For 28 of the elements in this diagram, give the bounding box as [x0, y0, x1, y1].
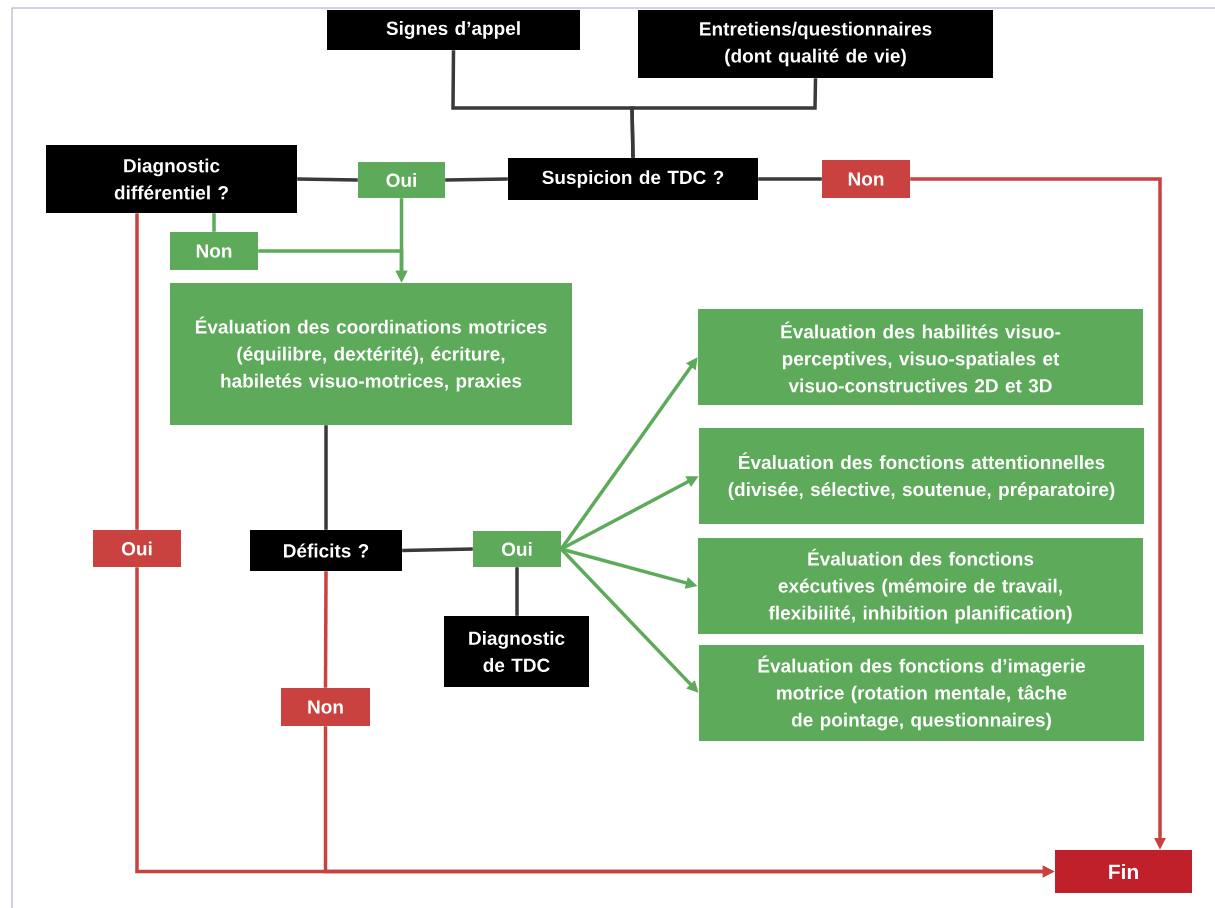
answer-box: Oui	[93, 530, 181, 567]
answer-box: Non	[281, 688, 370, 726]
connector-line	[297, 177, 358, 182]
end-box: Fin	[1055, 850, 1192, 893]
process-box: Évaluation des fonctions attentionnelles (divisée, sélective, soutenue, préparatoire)	[699, 428, 1144, 524]
question-box: Déficits ?	[250, 530, 402, 571]
connector-line	[212, 213, 216, 232]
connector-line	[324, 425, 328, 530]
process-box: Entretiens/questionnaires (dont qualité de vie)	[638, 10, 993, 78]
question-box: Suspicion de TDC ?	[508, 158, 758, 200]
connector-line	[758, 177, 822, 181]
process-box: Signes d’appel	[327, 10, 580, 50]
question-box: Diagnostic différentiel ?	[46, 145, 297, 213]
answer-box: Oui	[358, 162, 445, 198]
connector-line	[402, 547, 473, 553]
answer-box: Non	[822, 160, 910, 198]
connector-line	[445, 177, 508, 182]
connector-line	[135, 213, 139, 530]
process-box: Diagnostic de TDC	[444, 616, 589, 687]
connector-line	[323, 571, 328, 688]
process-box: Évaluation des coordinations motrices (équilibre, dextérité), écriture, habiletés visuo-motrices, praxies	[170, 283, 572, 425]
answer-box: Oui	[473, 531, 561, 567]
process-box: Évaluation des fonctions exécutives (mémoire de travail, flexibilité, inhibition planification)	[698, 538, 1143, 634]
connector-line	[515, 567, 519, 616]
connector-line	[630, 78, 818, 158]
answer-box: Non	[170, 232, 258, 270]
process-box: Évaluation des fonctions d’imagerie motrice (rotation mentale, tâche de pointage, questionnaires)	[699, 645, 1144, 741]
process-box: Évaluation des habilités visuo-perceptives, visuo-spatiales et visuo-constructives 2D et 3D	[698, 309, 1143, 405]
